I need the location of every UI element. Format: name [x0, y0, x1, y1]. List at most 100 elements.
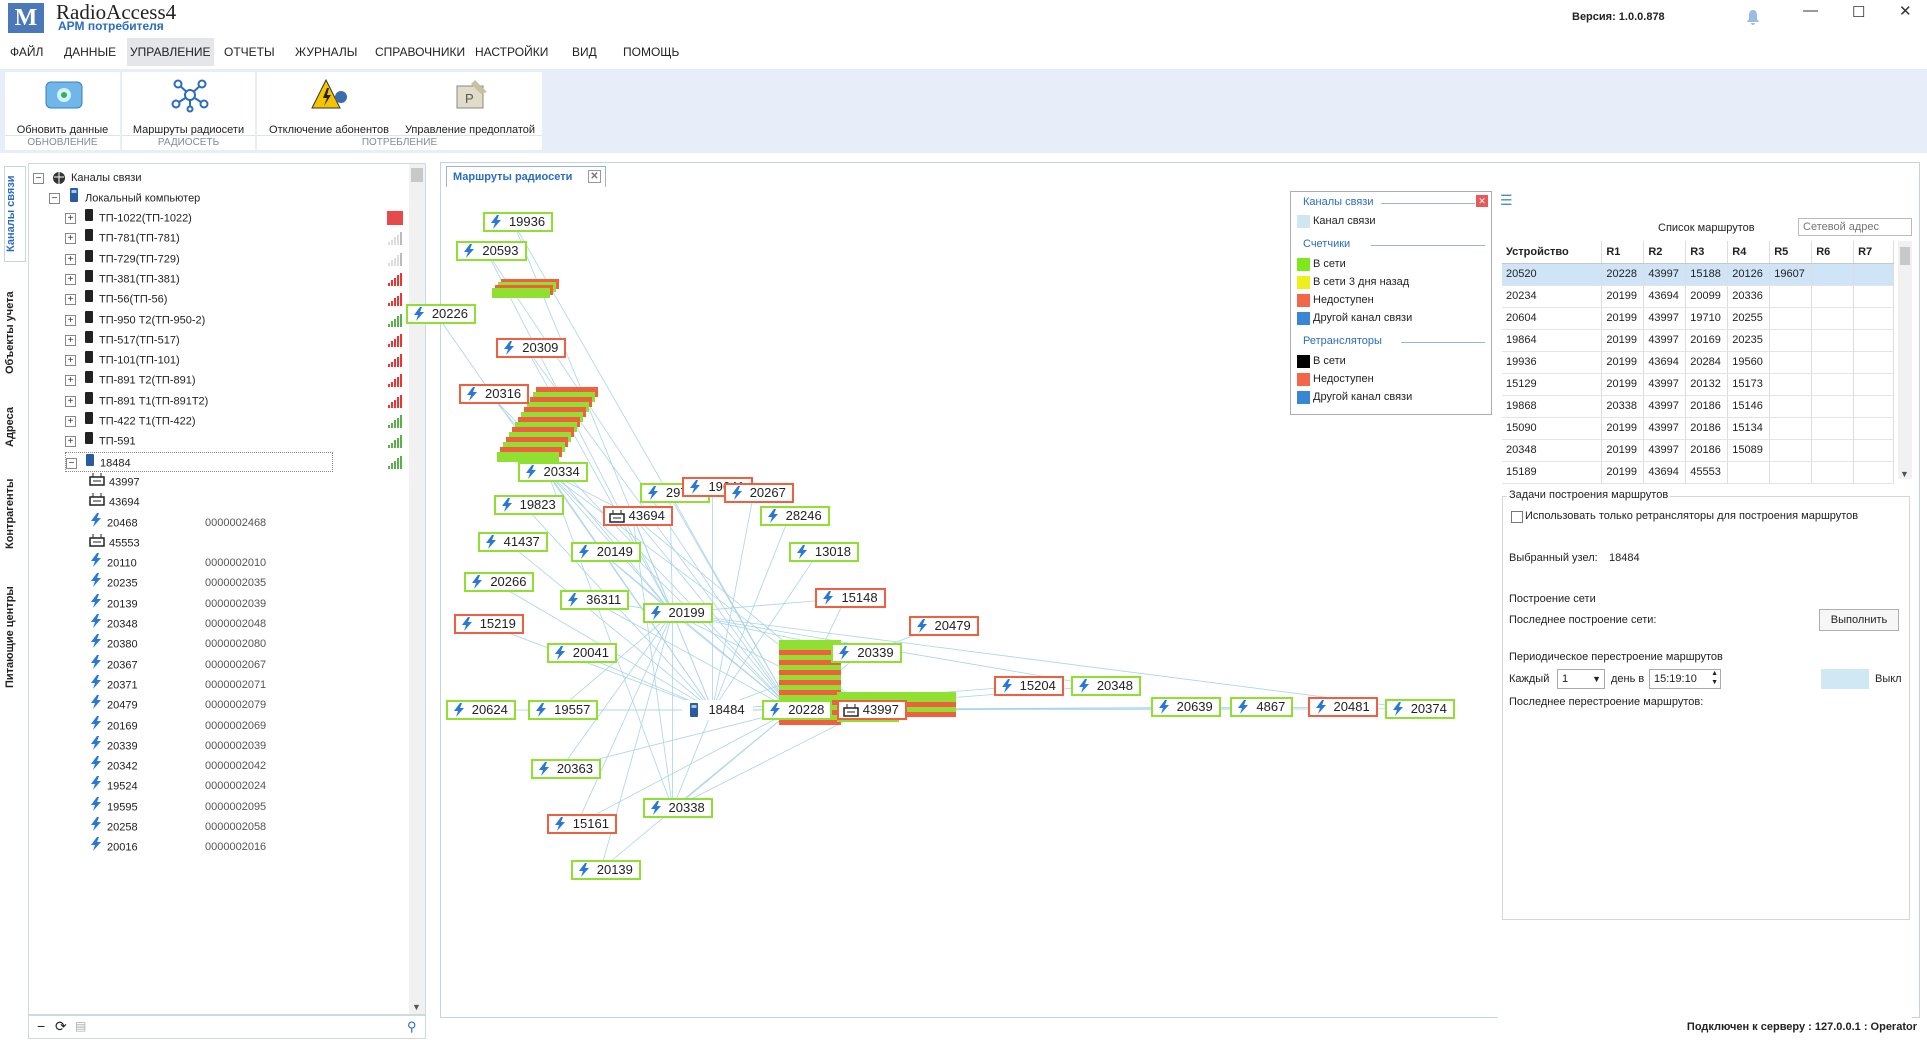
- graph-node[interactable]: 15219: [453, 613, 524, 634]
- close-button[interactable]: ✕: [1899, 3, 1912, 20]
- routes-header-cell[interactable]: R1: [1601, 241, 1645, 264]
- menu-journals[interactable]: ЖУРНАЛЫ: [295, 45, 358, 59]
- expand-toggle[interactable]: +: [65, 314, 76, 326]
- tree-item-tp[interactable]: +ТП-729(ТП-729): [65, 249, 180, 269]
- collapse-toggle[interactable]: −: [33, 172, 44, 184]
- routes-header-cell[interactable]: R4: [1727, 241, 1771, 264]
- menu-icon[interactable]: ☰: [1500, 192, 1513, 208]
- network-address-input[interactable]: [1798, 218, 1912, 236]
- graph-node[interactable]: 20479: [908, 616, 979, 637]
- graph-node[interactable]: 20363: [530, 758, 601, 779]
- tree-item-tp[interactable]: +ТП-591: [65, 431, 136, 451]
- graph-node[interactable]: 20374: [1384, 698, 1455, 719]
- graph-node[interactable]: 15148: [815, 588, 886, 609]
- graph-node[interactable]: 4867: [1230, 697, 1294, 718]
- graph-node[interactable]: 20339: [831, 642, 902, 663]
- tree-local-computer[interactable]: −Локальный компьютер: [49, 188, 200, 208]
- use-repeaters-checkbox[interactable]: [1511, 511, 1523, 523]
- every-select[interactable]: 1▼: [1557, 669, 1605, 689]
- expand-toggle[interactable]: +: [65, 375, 76, 387]
- tree-item-tp[interactable]: +ТП-891 Т1(ТП-891Т2): [65, 391, 208, 411]
- graph-node[interactable]: 36311: [560, 589, 630, 610]
- tree-item-device[interactable]: 43694: [89, 492, 140, 512]
- tree-item-tp[interactable]: +ТП-891 Т2(ТП-891): [65, 370, 196, 390]
- toggle-switch[interactable]: [1821, 669, 1869, 689]
- tree-scrollbar[interactable]: ▼: [409, 164, 425, 1014]
- graph-node[interactable]: 19823: [493, 495, 564, 516]
- tree-item-tp[interactable]: +ТП-381(ТП-381): [65, 269, 180, 289]
- graph-node[interactable]: 20267: [723, 483, 794, 504]
- expand-toggle[interactable]: −: [66, 457, 77, 469]
- menu-settings[interactable]: НАСТРОЙКИ: [475, 45, 549, 59]
- graph-node[interactable]: 20481: [1307, 697, 1378, 718]
- graph-node[interactable]: 20624: [445, 700, 516, 721]
- graph-node[interactable]: 20316: [459, 383, 530, 404]
- tab-radio-routes[interactable]: Маршруты радиосети✕: [446, 166, 606, 187]
- graph-node[interactable]: 20139: [570, 859, 641, 880]
- tree-item-tp[interactable]: −18484: [65, 451, 333, 472]
- graph-node[interactable]: 20338: [642, 798, 713, 819]
- expand-toggle[interactable]: +: [65, 253, 76, 265]
- tree-item-tp[interactable]: +ТП-422 Т1(ТП-422): [65, 411, 196, 431]
- graph-node[interactable]: 15204: [993, 676, 1064, 697]
- tree-item-tp[interactable]: +ТП-1022(ТП-1022): [65, 208, 192, 228]
- graph-node[interactable]: 20348: [1070, 676, 1141, 697]
- tree-root[interactable]: −Каналы связи: [33, 168, 141, 188]
- routes-header-cell[interactable]: R2: [1643, 241, 1687, 264]
- disconnect-subscribers-button[interactable]: Отключение абонентов: [259, 72, 399, 136]
- graph-node[interactable]: 15161: [546, 814, 617, 835]
- expand-toggle[interactable]: +: [65, 355, 76, 367]
- expand-toggle[interactable]: +: [65, 416, 76, 427]
- tab-accounting-objects[interactable]: Объекты учета: [4, 291, 16, 375]
- tree-item-tp[interactable]: +ТП-56(ТП-56): [65, 289, 167, 309]
- graph-node[interactable]: 20228: [762, 700, 833, 721]
- expand-toggle[interactable]: +: [65, 213, 76, 224]
- graph-node[interactable]: 20309: [496, 338, 567, 359]
- bell-icon[interactable]: [1746, 9, 1760, 25]
- menu-data[interactable]: ДАННЫЕ: [64, 45, 117, 59]
- tree-item-device[interactable]: 43997: [89, 472, 140, 492]
- graph-node[interactable]: 20041: [546, 642, 617, 663]
- expand-toggle[interactable]: +: [65, 273, 76, 285]
- menu-references[interactable]: СПРАВОЧНИКИ: [375, 45, 466, 59]
- menu-file[interactable]: ФАЙЛ: [10, 45, 44, 59]
- expand-toggle[interactable]: +: [65, 334, 76, 346]
- menu-control[interactable]: УПРАВЛЕНИЕ: [127, 38, 214, 66]
- maximize-button[interactable]: ☐: [1852, 4, 1866, 21]
- tree-item-tp[interactable]: +ТП-517(ТП-517): [65, 330, 180, 350]
- tree-item-tp[interactable]: +ТП-101(ТП-101): [65, 350, 180, 370]
- graph-node[interactable]: 43694: [602, 505, 673, 526]
- expand-toggle[interactable]: +: [65, 395, 76, 407]
- graph-node[interactable]: 13018: [788, 541, 860, 562]
- graph-node[interactable]: 20639: [1150, 697, 1221, 718]
- expand-toggle[interactable]: +: [65, 233, 76, 245]
- search-icon[interactable]: ⚲: [407, 1019, 417, 1034]
- graph-node[interactable]: 20226: [405, 303, 476, 324]
- expand-toggle[interactable]: +: [65, 436, 76, 448]
- tab-channels[interactable]: Каналы связи: [4, 166, 26, 262]
- graph-node[interactable]: 20199: [642, 602, 713, 623]
- menu-help[interactable]: ПОМОЩЬ: [623, 45, 680, 59]
- routes-header-cell[interactable]: Устройство: [1502, 241, 1603, 264]
- graph-node[interactable]: 20266: [464, 572, 535, 593]
- menu-view[interactable]: ВИД: [572, 45, 597, 59]
- graph-node[interactable]: 19936: [482, 211, 554, 232]
